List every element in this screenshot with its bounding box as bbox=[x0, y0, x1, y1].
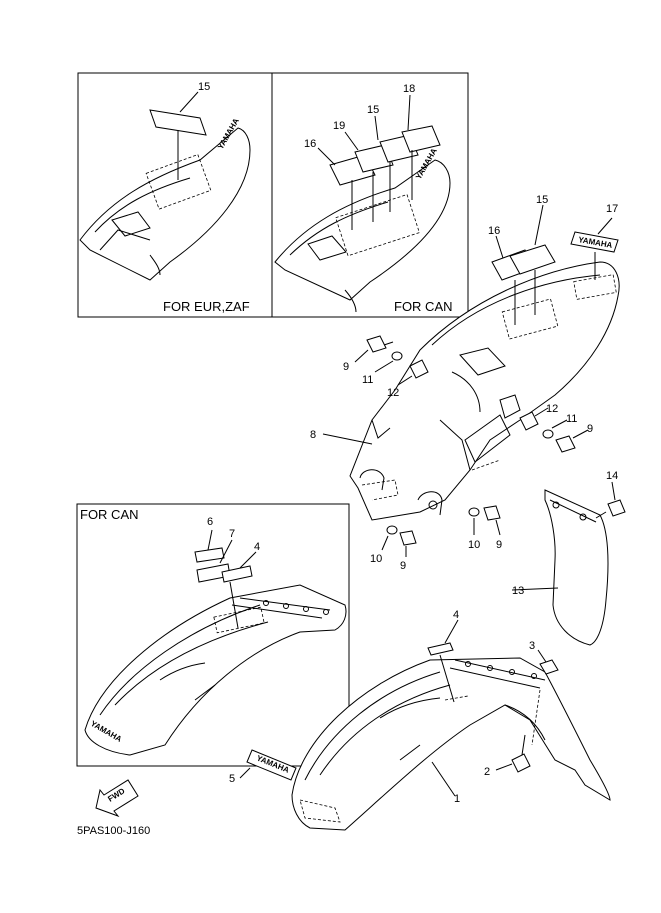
callout-3: 3 bbox=[529, 640, 535, 652]
callout-1: 1 bbox=[454, 793, 460, 805]
callout-8: 8 bbox=[310, 429, 316, 441]
fwd-arrow-icon: FWD bbox=[95, 779, 139, 818]
nut-12-left bbox=[409, 359, 429, 379]
washer-11-left bbox=[391, 351, 403, 361]
callout-15-main: 15 bbox=[536, 194, 548, 206]
callout-14: 14 bbox=[606, 470, 618, 482]
nut-12-right bbox=[519, 411, 539, 431]
callout-4-main: 4 bbox=[453, 609, 459, 621]
bolt-2 bbox=[511, 734, 531, 773]
callout-18-box2: 18 bbox=[403, 83, 415, 95]
decal-6 bbox=[194, 547, 225, 563]
rear-fender-8 bbox=[349, 261, 620, 521]
washer-10-a bbox=[468, 507, 480, 517]
washer-11-right bbox=[542, 429, 554, 439]
callout-15-box2: 15 bbox=[367, 104, 379, 116]
callout-9-right: 9 bbox=[587, 423, 593, 435]
bolt-9-c bbox=[483, 505, 501, 521]
callout-13: 13 bbox=[512, 585, 524, 597]
inset-box-eur-zaf bbox=[77, 72, 273, 318]
callout-2: 2 bbox=[484, 766, 490, 778]
inset-box-can-bottom bbox=[76, 503, 350, 767]
callout-9-d: 9 bbox=[400, 560, 406, 572]
callout-10-b: 10 bbox=[370, 553, 382, 565]
inset-eur-zaf-fender: YAMAHA bbox=[79, 91, 251, 281]
inset-box-can-top bbox=[271, 72, 469, 318]
callout-11-right: 11 bbox=[566, 413, 577, 425]
decal-5-yamaha: YAMAHA bbox=[246, 749, 297, 781]
seat-logo-eur: YAMAHA bbox=[216, 117, 241, 151]
callout-11-left: 11 bbox=[362, 374, 373, 386]
front-fender-1 bbox=[291, 657, 611, 831]
nut-3 bbox=[539, 659, 559, 675]
decal-18-box2 bbox=[401, 125, 441, 153]
callout-4-inset: 4 bbox=[254, 541, 260, 553]
decal-15-main bbox=[509, 244, 556, 275]
callout-9-left: 9 bbox=[343, 361, 349, 373]
decal-17-yamaha: YAMAHA bbox=[570, 231, 619, 253]
callout-6: 6 bbox=[207, 516, 213, 528]
callout-7: 7 bbox=[229, 528, 235, 540]
callout-10-a: 10 bbox=[468, 539, 480, 551]
caption-can-bottom: FOR CAN bbox=[80, 507, 139, 522]
callout-5: 5 bbox=[229, 773, 235, 785]
decal-4-main bbox=[427, 642, 454, 656]
seat-logo-can: YAMAHA bbox=[414, 147, 439, 181]
inset-can-fender: YAMAHA bbox=[274, 94, 451, 313]
callout-12-right: 12 bbox=[546, 403, 558, 415]
mud-flap-13 bbox=[544, 489, 609, 646]
callout-12-left: 12 bbox=[387, 387, 399, 399]
bolt-9-left bbox=[366, 335, 394, 353]
callout-19-box2: 19 bbox=[333, 120, 345, 132]
callout-9-c: 9 bbox=[496, 539, 502, 551]
bolt-14 bbox=[595, 499, 626, 519]
washer-10-b bbox=[386, 525, 398, 535]
bolt-9-d bbox=[399, 530, 417, 546]
decal-17-label: YAMAHA bbox=[578, 235, 614, 250]
diagram-code: 5PAS100-J160 bbox=[77, 825, 150, 837]
callout-16-main: 16 bbox=[488, 225, 500, 237]
callout-17-main: 17 bbox=[606, 203, 618, 215]
callout-16-box2: 16 bbox=[304, 138, 316, 150]
bolt-9-right bbox=[555, 435, 576, 453]
decal-15-box1 bbox=[149, 109, 207, 136]
caption-can-top: FOR CAN bbox=[394, 299, 453, 314]
inset-can-front-fender: YAMAHA bbox=[84, 529, 347, 756]
caption-eur-zaf: FOR EUR,ZAF bbox=[163, 299, 250, 314]
callout-15-box1: 15 bbox=[198, 81, 210, 93]
